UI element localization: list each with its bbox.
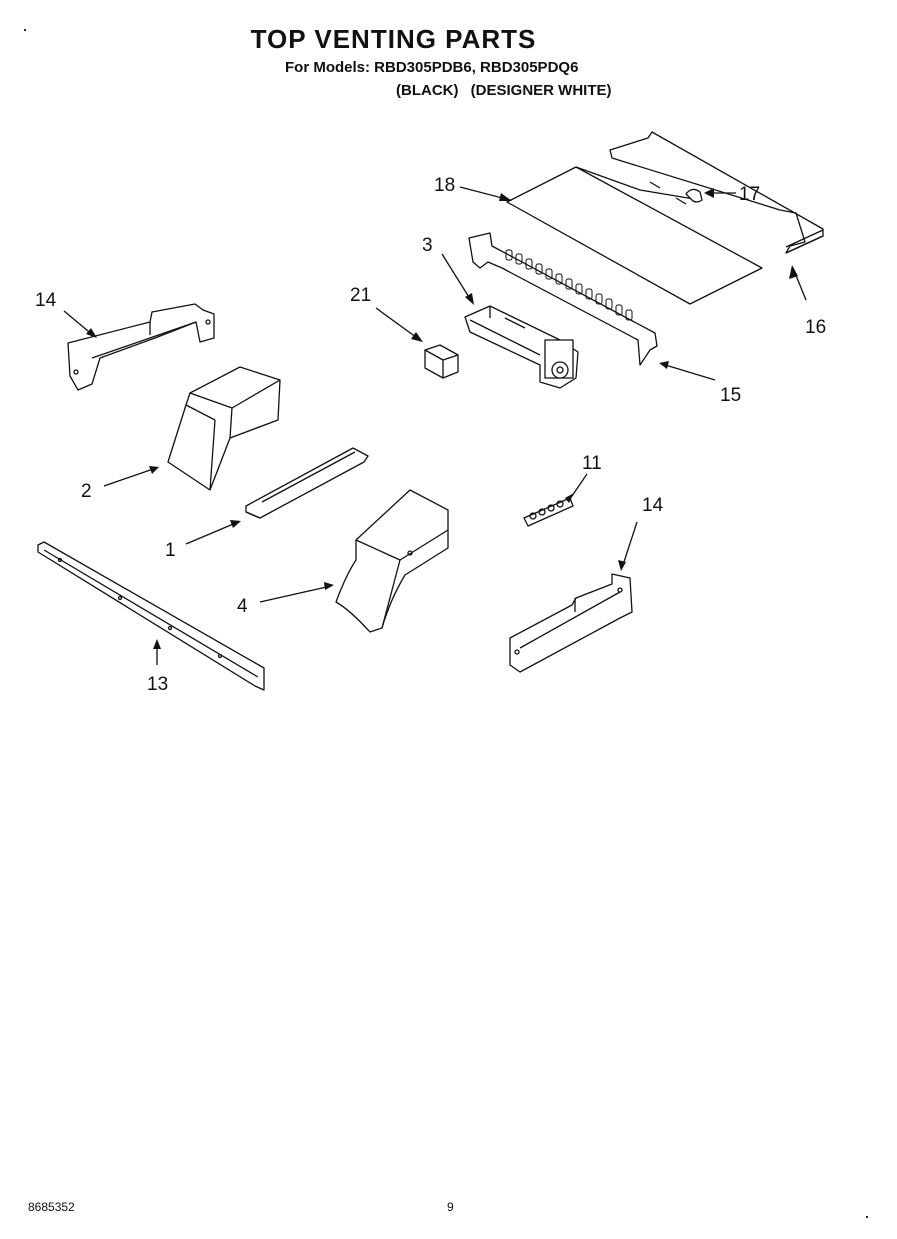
part-4-curved-duct [335,489,449,633]
corner-mark-top-left [24,29,26,31]
callout-17: 17 [739,184,760,205]
part-15-blower-assembly [464,305,579,389]
part-16-top-cover [609,131,824,254]
callout-13: 13 [147,674,168,695]
callout-14-right: 14 [642,495,664,516]
part-3-bracket [468,232,658,366]
corner-mark-bottom-right [866,1216,868,1218]
callout-3: 3 [422,235,433,256]
part-14-right-side-bracket [509,573,633,673]
callout-15: 15 [720,385,741,406]
part-18-insulation [506,166,763,305]
page-number: 9 [447,1200,454,1214]
callout-2: 2 [81,481,92,502]
part-14-left-side-bracket [67,303,215,391]
callout-18: 18 [434,175,455,196]
callout-4: 4 [237,596,248,617]
callout-21: 21 [350,285,371,306]
models-line: For Models: RBD305PDB6, RBD305PDQ6 [285,59,579,76]
page-title: TOP VENTING PARTS [250,24,537,54]
document-number: 8685352 [28,1200,75,1214]
callout-11: 11 [582,453,602,474]
callout-14-left: 14 [35,290,57,311]
part-13-front-rail [37,541,265,691]
part-2-duct [167,366,281,491]
callout-1: 1 [165,540,176,561]
part-1-channel [245,447,369,519]
part-21-terminal-block [424,344,459,379]
color-designer-white: (DESIGNER WHITE) [470,82,612,99]
callout-16: 16 [805,317,826,338]
part-11-terminal-strip [523,497,574,527]
color-black: (BLACK) [396,82,459,99]
arrow-heads [86,188,798,649]
color-variants: (BLACK) (DESIGNER WHITE) [396,82,620,99]
part-17-clip [649,181,703,205]
